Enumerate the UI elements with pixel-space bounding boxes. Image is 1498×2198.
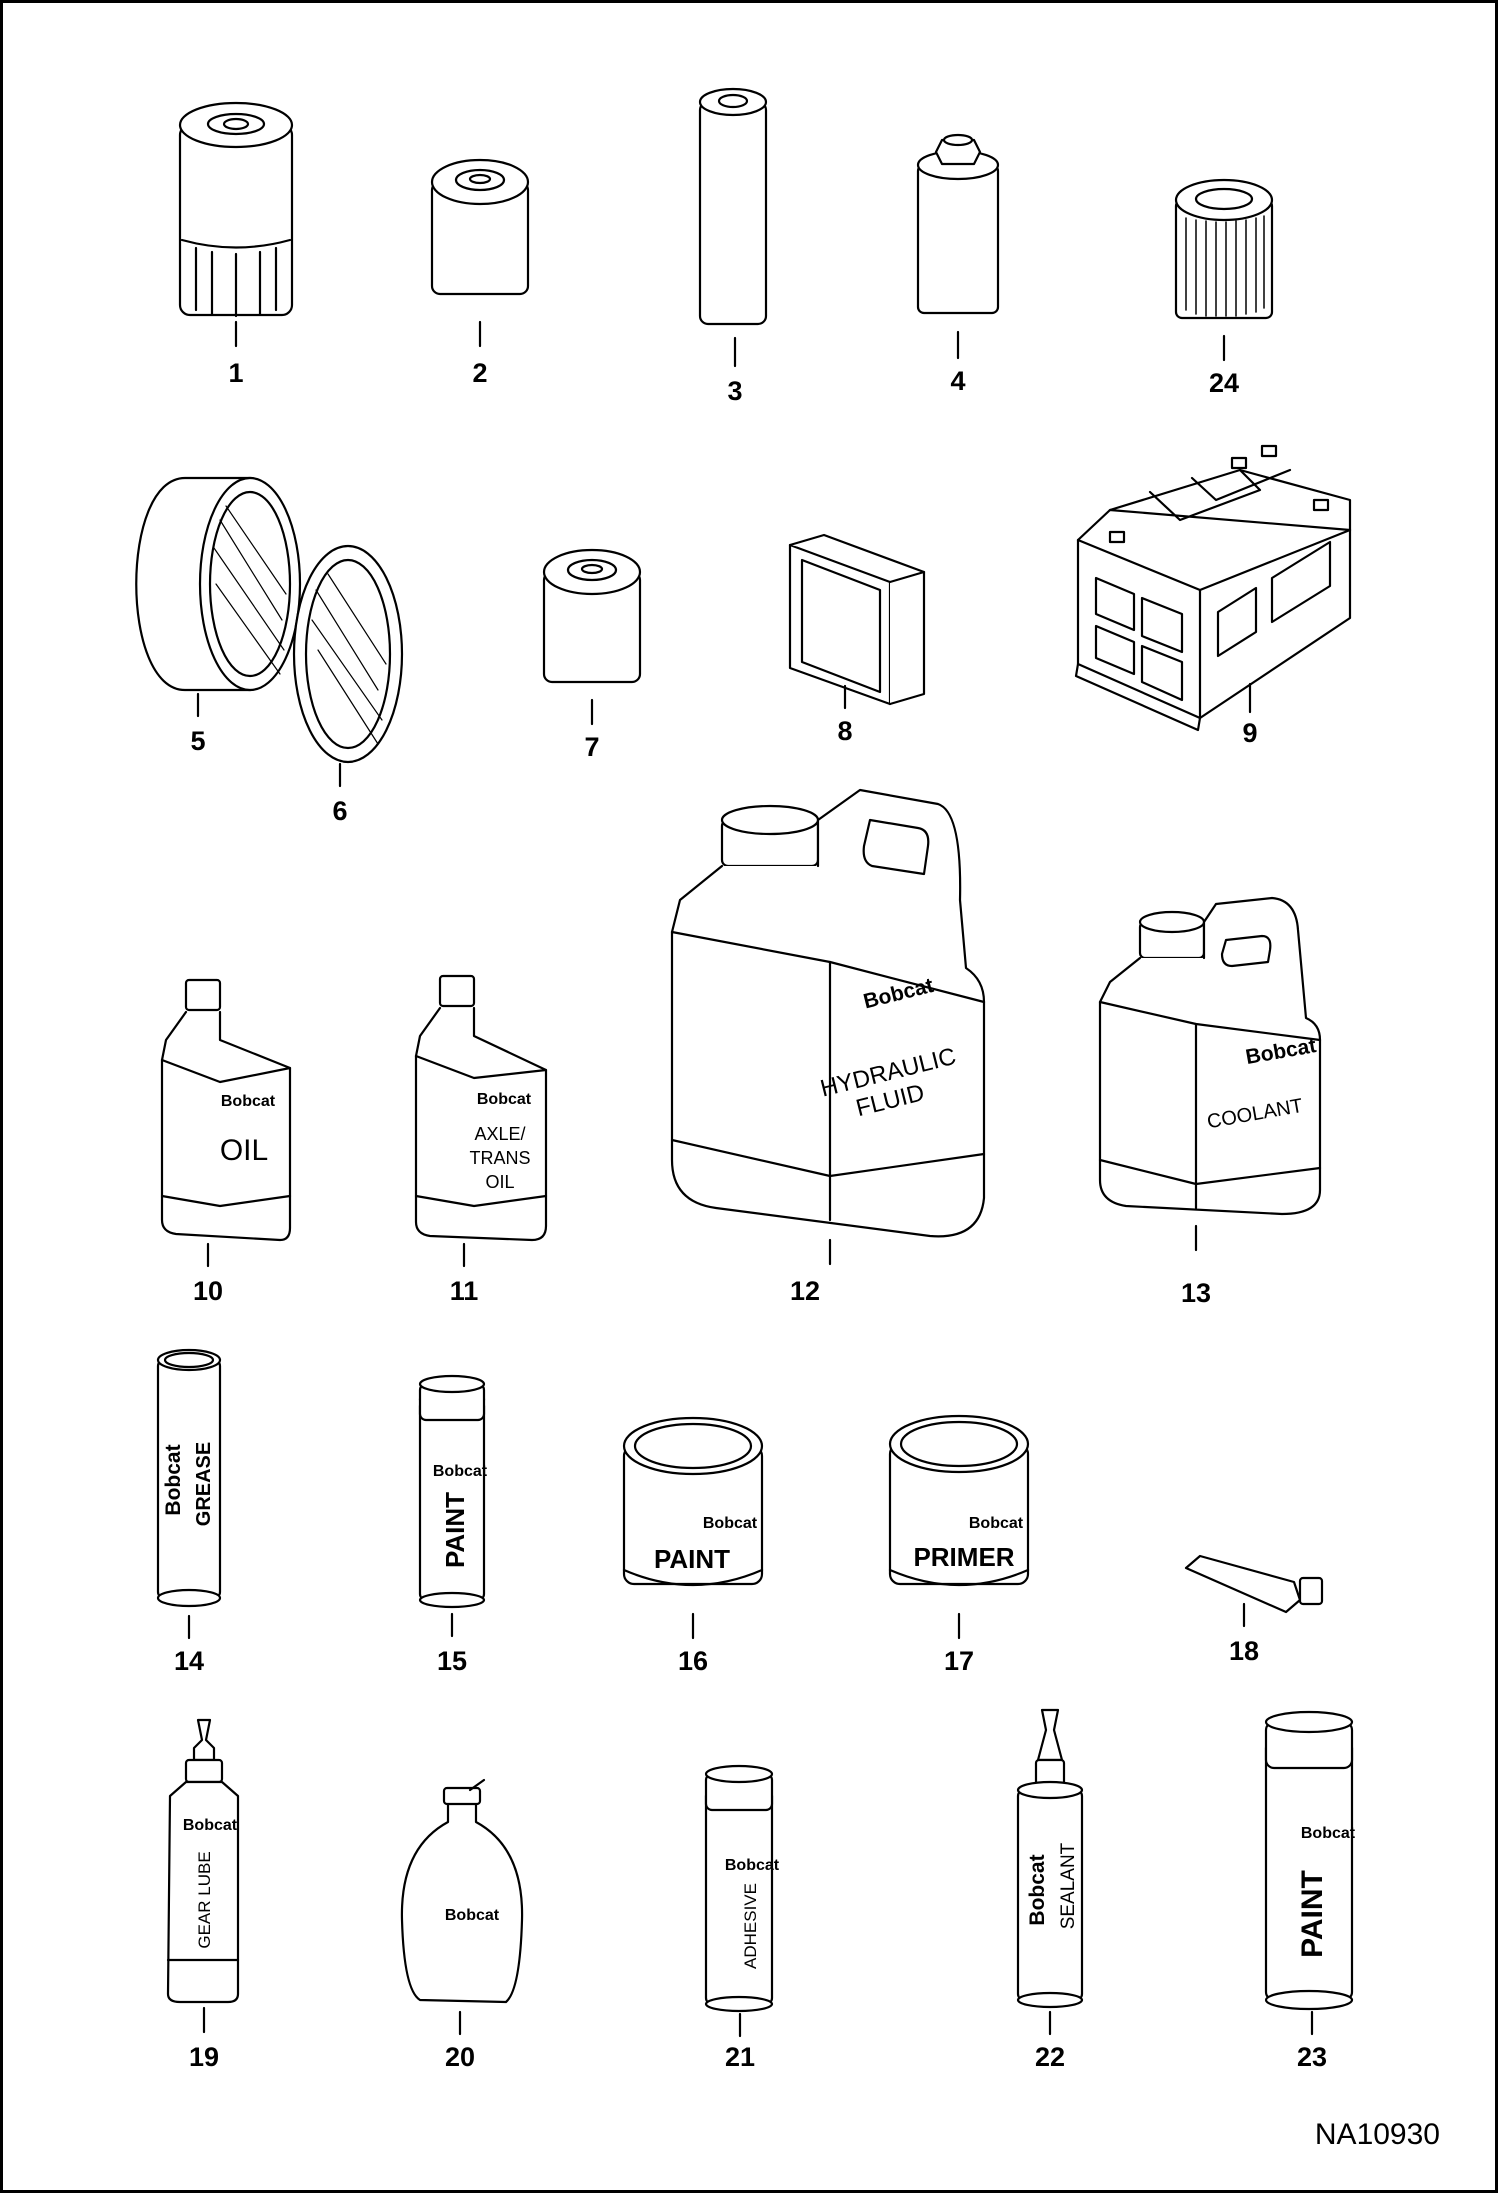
callout-3: 3: [727, 376, 742, 406]
callout-22: 22: [1035, 2042, 1065, 2072]
callout-5: 5: [190, 726, 205, 756]
callout-13: 13: [1181, 1278, 1211, 1308]
callout-14: 14: [174, 1646, 204, 1676]
product-label: SEALANT: [1058, 1842, 1079, 1929]
brand-label: Bobcat: [221, 1093, 276, 1110]
air-filter-inner-icon: [292, 544, 404, 788]
gear-lube-bottle-icon: [166, 1718, 240, 2034]
callout-18: 18: [1229, 1636, 1259, 1666]
brand-label: Bobcat: [477, 1091, 532, 1108]
product-label: PAINT: [1296, 1870, 1329, 1958]
grease-tube-icon: [156, 1348, 222, 1640]
brand-label: Bobcat: [433, 1463, 488, 1480]
callout-7: 7: [584, 732, 599, 762]
hydraulic-filter-icon: [916, 133, 1000, 360]
callout-2: 2: [472, 358, 487, 388]
cab-filter-icon: [788, 533, 926, 710]
hydraulic-filter-icon: [698, 87, 768, 368]
brand-label: Bobcat: [1026, 1854, 1049, 1925]
brand-label: Bobcat: [1301, 1825, 1356, 1842]
air-filter-outer-icon: [135, 476, 302, 718]
product-label: GEAR LUBE: [195, 1851, 214, 1948]
callout-11: 11: [450, 1276, 479, 1306]
callout-17: 17: [944, 1646, 974, 1676]
fuel-filter-icon: [542, 548, 642, 726]
drawing-reference: NA10930: [1315, 2118, 1440, 2151]
brand-label: Bobcat: [445, 1907, 500, 1924]
product-label: PAINT: [440, 1492, 470, 1568]
callout-21: 21: [725, 2042, 755, 2072]
brand-label: Bobcat: [703, 1515, 758, 1532]
callout-16: 16: [678, 1646, 708, 1676]
quart-bottle-icon: [414, 974, 548, 1268]
small-tube-icon: [1184, 1554, 1324, 1628]
brand-label: Bobcat: [725, 1857, 780, 1874]
battery-icon: [1074, 444, 1352, 732]
jug-icon: [670, 788, 986, 1266]
jug-icon: [1098, 896, 1322, 1252]
oil-filter-icon: [178, 101, 294, 348]
product-label: AXLE/: [474, 1124, 525, 1144]
product-label: OIL: [220, 1134, 268, 1167]
callout-8: 8: [837, 716, 852, 746]
callout-6: 6: [332, 796, 347, 826]
product-label: GREASE: [193, 1442, 215, 1526]
fuel-filter-icon: [430, 158, 530, 348]
callout-10: 10: [193, 1276, 223, 1306]
callout-12: 12: [790, 1276, 820, 1306]
spray-can-icon: [704, 1764, 774, 2038]
callout-4: 4: [950, 366, 965, 396]
brand-label: Bobcat: [162, 1444, 185, 1515]
sealant-tube-icon: [1016, 1708, 1084, 2036]
paint-can-icon: [622, 1416, 764, 1640]
product-label: ADHESIVE: [741, 1883, 760, 1969]
callout-20: 20: [445, 2042, 475, 2072]
callout-9: 9: [1242, 718, 1257, 748]
callout-15: 15: [437, 1646, 467, 1676]
product-label: PRIMER: [913, 1542, 1014, 1572]
quart-bottle-icon: [160, 978, 292, 1268]
product-label: PAINT: [654, 1544, 730, 1574]
product-label: OIL: [485, 1172, 514, 1192]
brand-label: Bobcat: [183, 1817, 238, 1834]
paint-can-icon: [888, 1414, 1030, 1640]
callout-23: 23: [1297, 2042, 1327, 2072]
callout-19: 19: [189, 2042, 219, 2072]
spray-can-icon: [418, 1374, 486, 1638]
product-label: TRANS: [469, 1148, 530, 1168]
brand-label: Bobcat: [969, 1515, 1024, 1532]
mesh-filter-icon: [1174, 178, 1274, 362]
bottle-icon: [400, 1778, 524, 2036]
callout-1: 1: [228, 358, 243, 388]
spray-can-icon: [1264, 1710, 1354, 2036]
callout-24: 24: [1209, 368, 1239, 398]
